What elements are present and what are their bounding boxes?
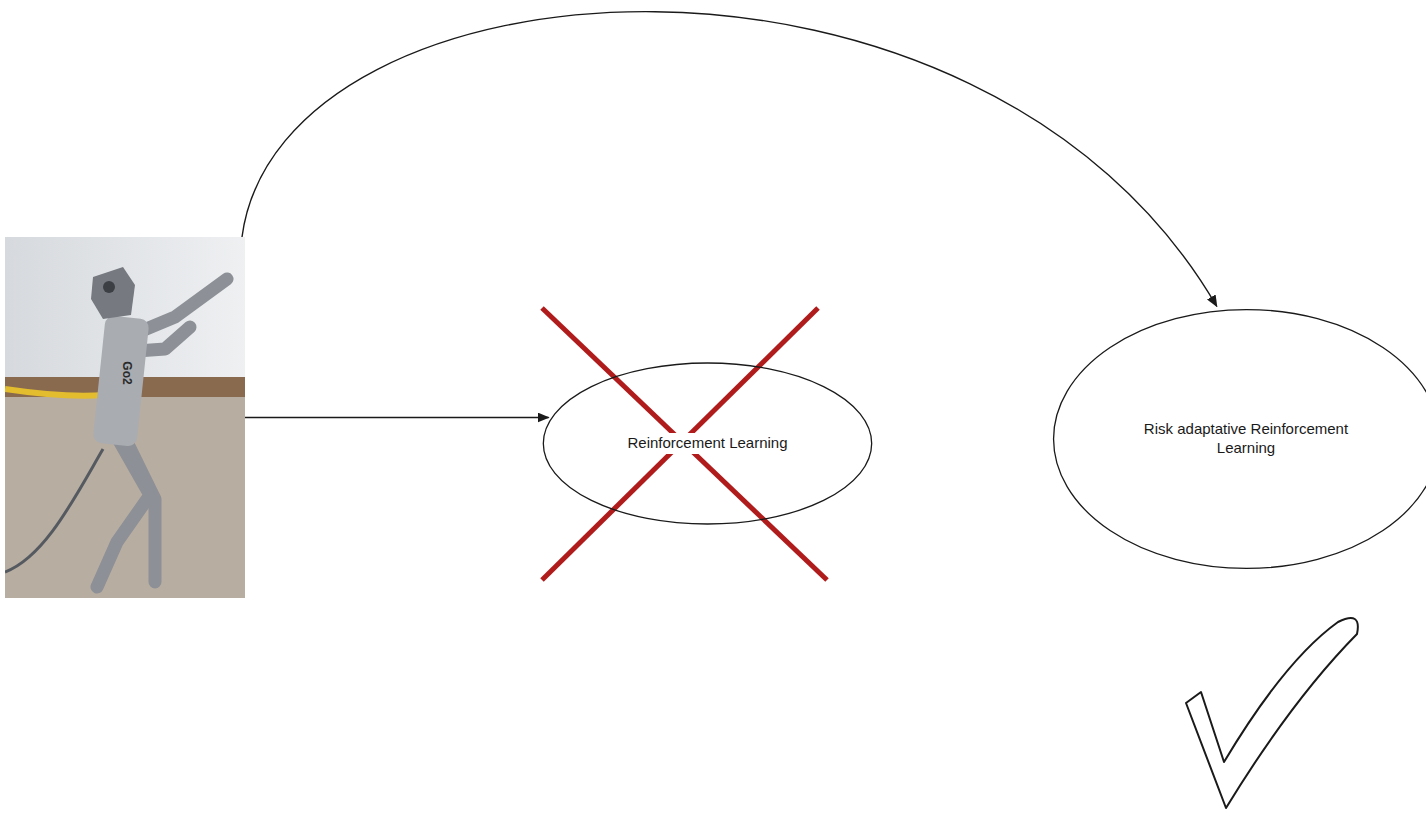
method-label: Reinforcement Learning [624, 433, 790, 454]
flow-arrow [245, 417, 549, 418]
robot-node: Go2 [5, 237, 245, 598]
robot-label: Go2 [121, 362, 133, 385]
method-ellipse: Risk adaptative Reinforcement Learning [1052, 308, 1426, 570]
reject-cross [542, 308, 827, 580]
flow-arrow [242, 12, 1217, 307]
method-label: Risk adaptative Reinforcement Learning [1123, 419, 1369, 459]
robot-photo [5, 237, 245, 598]
reject-cross [542, 308, 818, 580]
method-ellipse: Reinforcement Learning [542, 362, 873, 525]
check-mark [1186, 618, 1358, 808]
